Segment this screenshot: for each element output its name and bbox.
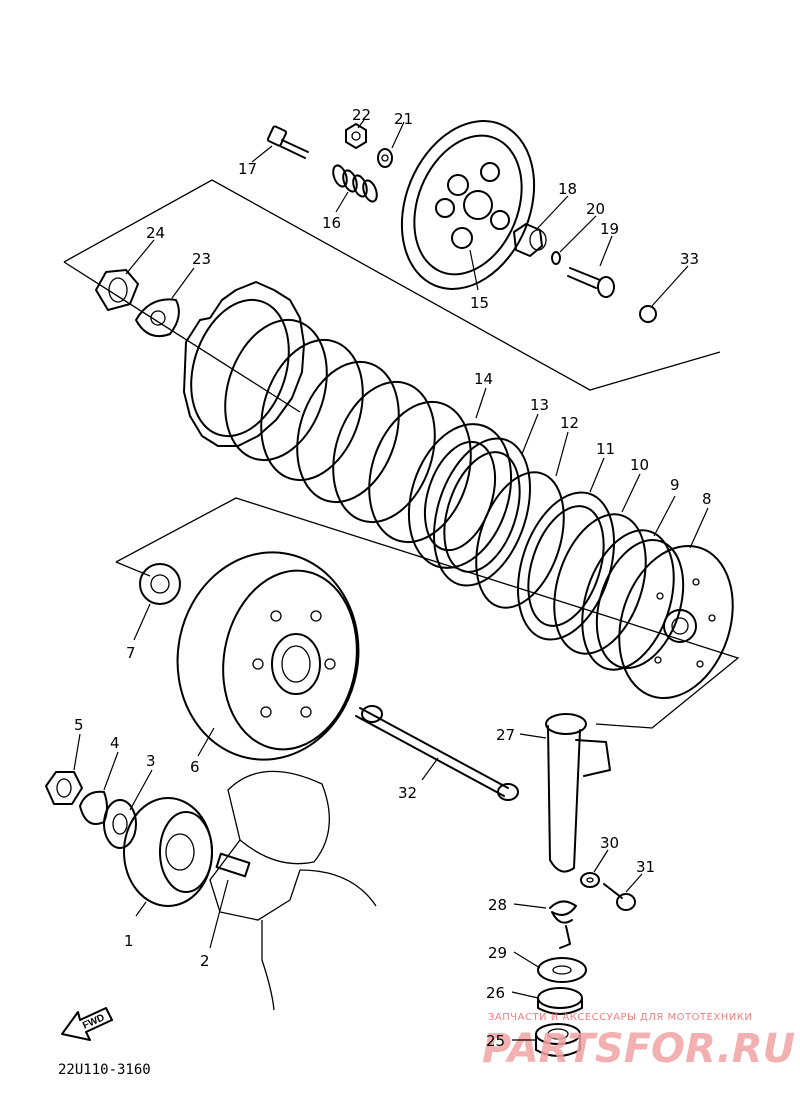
wire-ring-12 <box>475 471 565 609</box>
callout-16: 16 <box>322 214 341 232</box>
washer-30 <box>580 872 600 888</box>
watermark: ЗАПЧАСТИ И АКСЕССУАРЫ ДЛЯ МОТОТЕХНИКИ PA… <box>482 1012 795 1072</box>
plate-11 <box>517 491 615 641</box>
washer-21 <box>377 148 393 168</box>
spring-16 <box>332 164 378 203</box>
callout-leaders <box>73 119 709 1041</box>
callout-28: 28 <box>488 896 507 914</box>
crankshaft-outline <box>209 770 377 1011</box>
clutch-boss-8 <box>595 539 734 700</box>
part-code: 22U110-3160 <box>58 1062 151 1078</box>
callout-26: 26 <box>486 984 505 1002</box>
plate-13 <box>433 437 531 587</box>
callout-31: 31 <box>636 858 655 876</box>
plate-10 <box>553 513 647 655</box>
watermark-tagline: ЗАПЧАСТИ И АКСЕССУАРЫ ДЛЯ МОТОТЕХНИКИ <box>488 1012 752 1023</box>
push-lever-27 <box>545 713 611 873</box>
ball-33 <box>639 305 657 323</box>
callout-23: 23 <box>192 250 211 268</box>
callout-24: 24 <box>146 224 165 242</box>
o-ring-20 <box>551 251 561 265</box>
lock-washer-23 <box>135 298 180 338</box>
spring-28 <box>549 900 577 949</box>
callout-2: 2 <box>200 952 210 970</box>
callout-29: 29 <box>488 944 507 962</box>
callout-33: 33 <box>680 250 699 268</box>
plate-9 <box>581 529 675 671</box>
nut-24 <box>95 269 139 311</box>
nut-5 <box>45 771 83 805</box>
callout-27: 27 <box>496 726 515 744</box>
callout-14: 14 <box>474 370 493 388</box>
oil-seal-26 <box>537 987 583 1015</box>
push-rod-19 <box>567 267 615 298</box>
callout-5: 5 <box>74 716 84 734</box>
thrust-washer-7 <box>139 563 181 605</box>
washer-4 <box>79 790 108 825</box>
callout-labels: 1 2 3 4 5 6 7 8 9 10 11 12 13 14 15 16 1… <box>74 106 712 1050</box>
bearing-25 <box>535 1023 581 1057</box>
nut-18 <box>513 223 547 257</box>
callout-12: 12 <box>560 414 579 432</box>
lower-assembly-outline <box>115 497 740 729</box>
clutch-plate-stack <box>183 281 513 569</box>
callout-13: 13 <box>530 396 549 414</box>
upper-assembly-outline <box>63 179 721 413</box>
callout-30: 30 <box>600 834 619 852</box>
callout-9: 9 <box>670 476 680 494</box>
primary-drive-gear-1 <box>123 797 213 907</box>
callout-11: 11 <box>596 440 615 458</box>
callout-25: 25 <box>486 1032 505 1050</box>
pressure-plate <box>400 120 536 290</box>
callout-22: 22 <box>352 106 371 124</box>
callout-3: 3 <box>146 752 156 770</box>
callout-15: 15 <box>470 294 489 312</box>
key-2 <box>215 852 251 878</box>
callout-32: 32 <box>398 784 417 802</box>
spacer-3 <box>103 799 137 849</box>
callout-20: 20 <box>586 200 605 218</box>
callout-4: 4 <box>110 734 120 752</box>
callout-19: 19 <box>600 220 619 238</box>
watermark-logo: PARTSFOR.RU <box>482 1026 795 1072</box>
fwd-arrow-icon: FWD <box>61 1007 113 1041</box>
callout-8: 8 <box>702 490 712 508</box>
callout-17: 17 <box>238 160 257 178</box>
callout-18: 18 <box>558 180 577 198</box>
nut-22 <box>345 123 367 149</box>
clutch-housing-6 <box>176 551 360 761</box>
push-lever-shaft-32 <box>355 705 519 801</box>
callout-6: 6 <box>190 758 200 776</box>
callout-21: 21 <box>394 110 413 128</box>
callout-1: 1 <box>124 932 134 950</box>
bolt-31 <box>603 883 636 911</box>
bolt-17 <box>266 125 309 159</box>
washer-29 <box>537 957 587 983</box>
callout-7: 7 <box>126 644 136 662</box>
callout-10: 10 <box>630 456 649 474</box>
